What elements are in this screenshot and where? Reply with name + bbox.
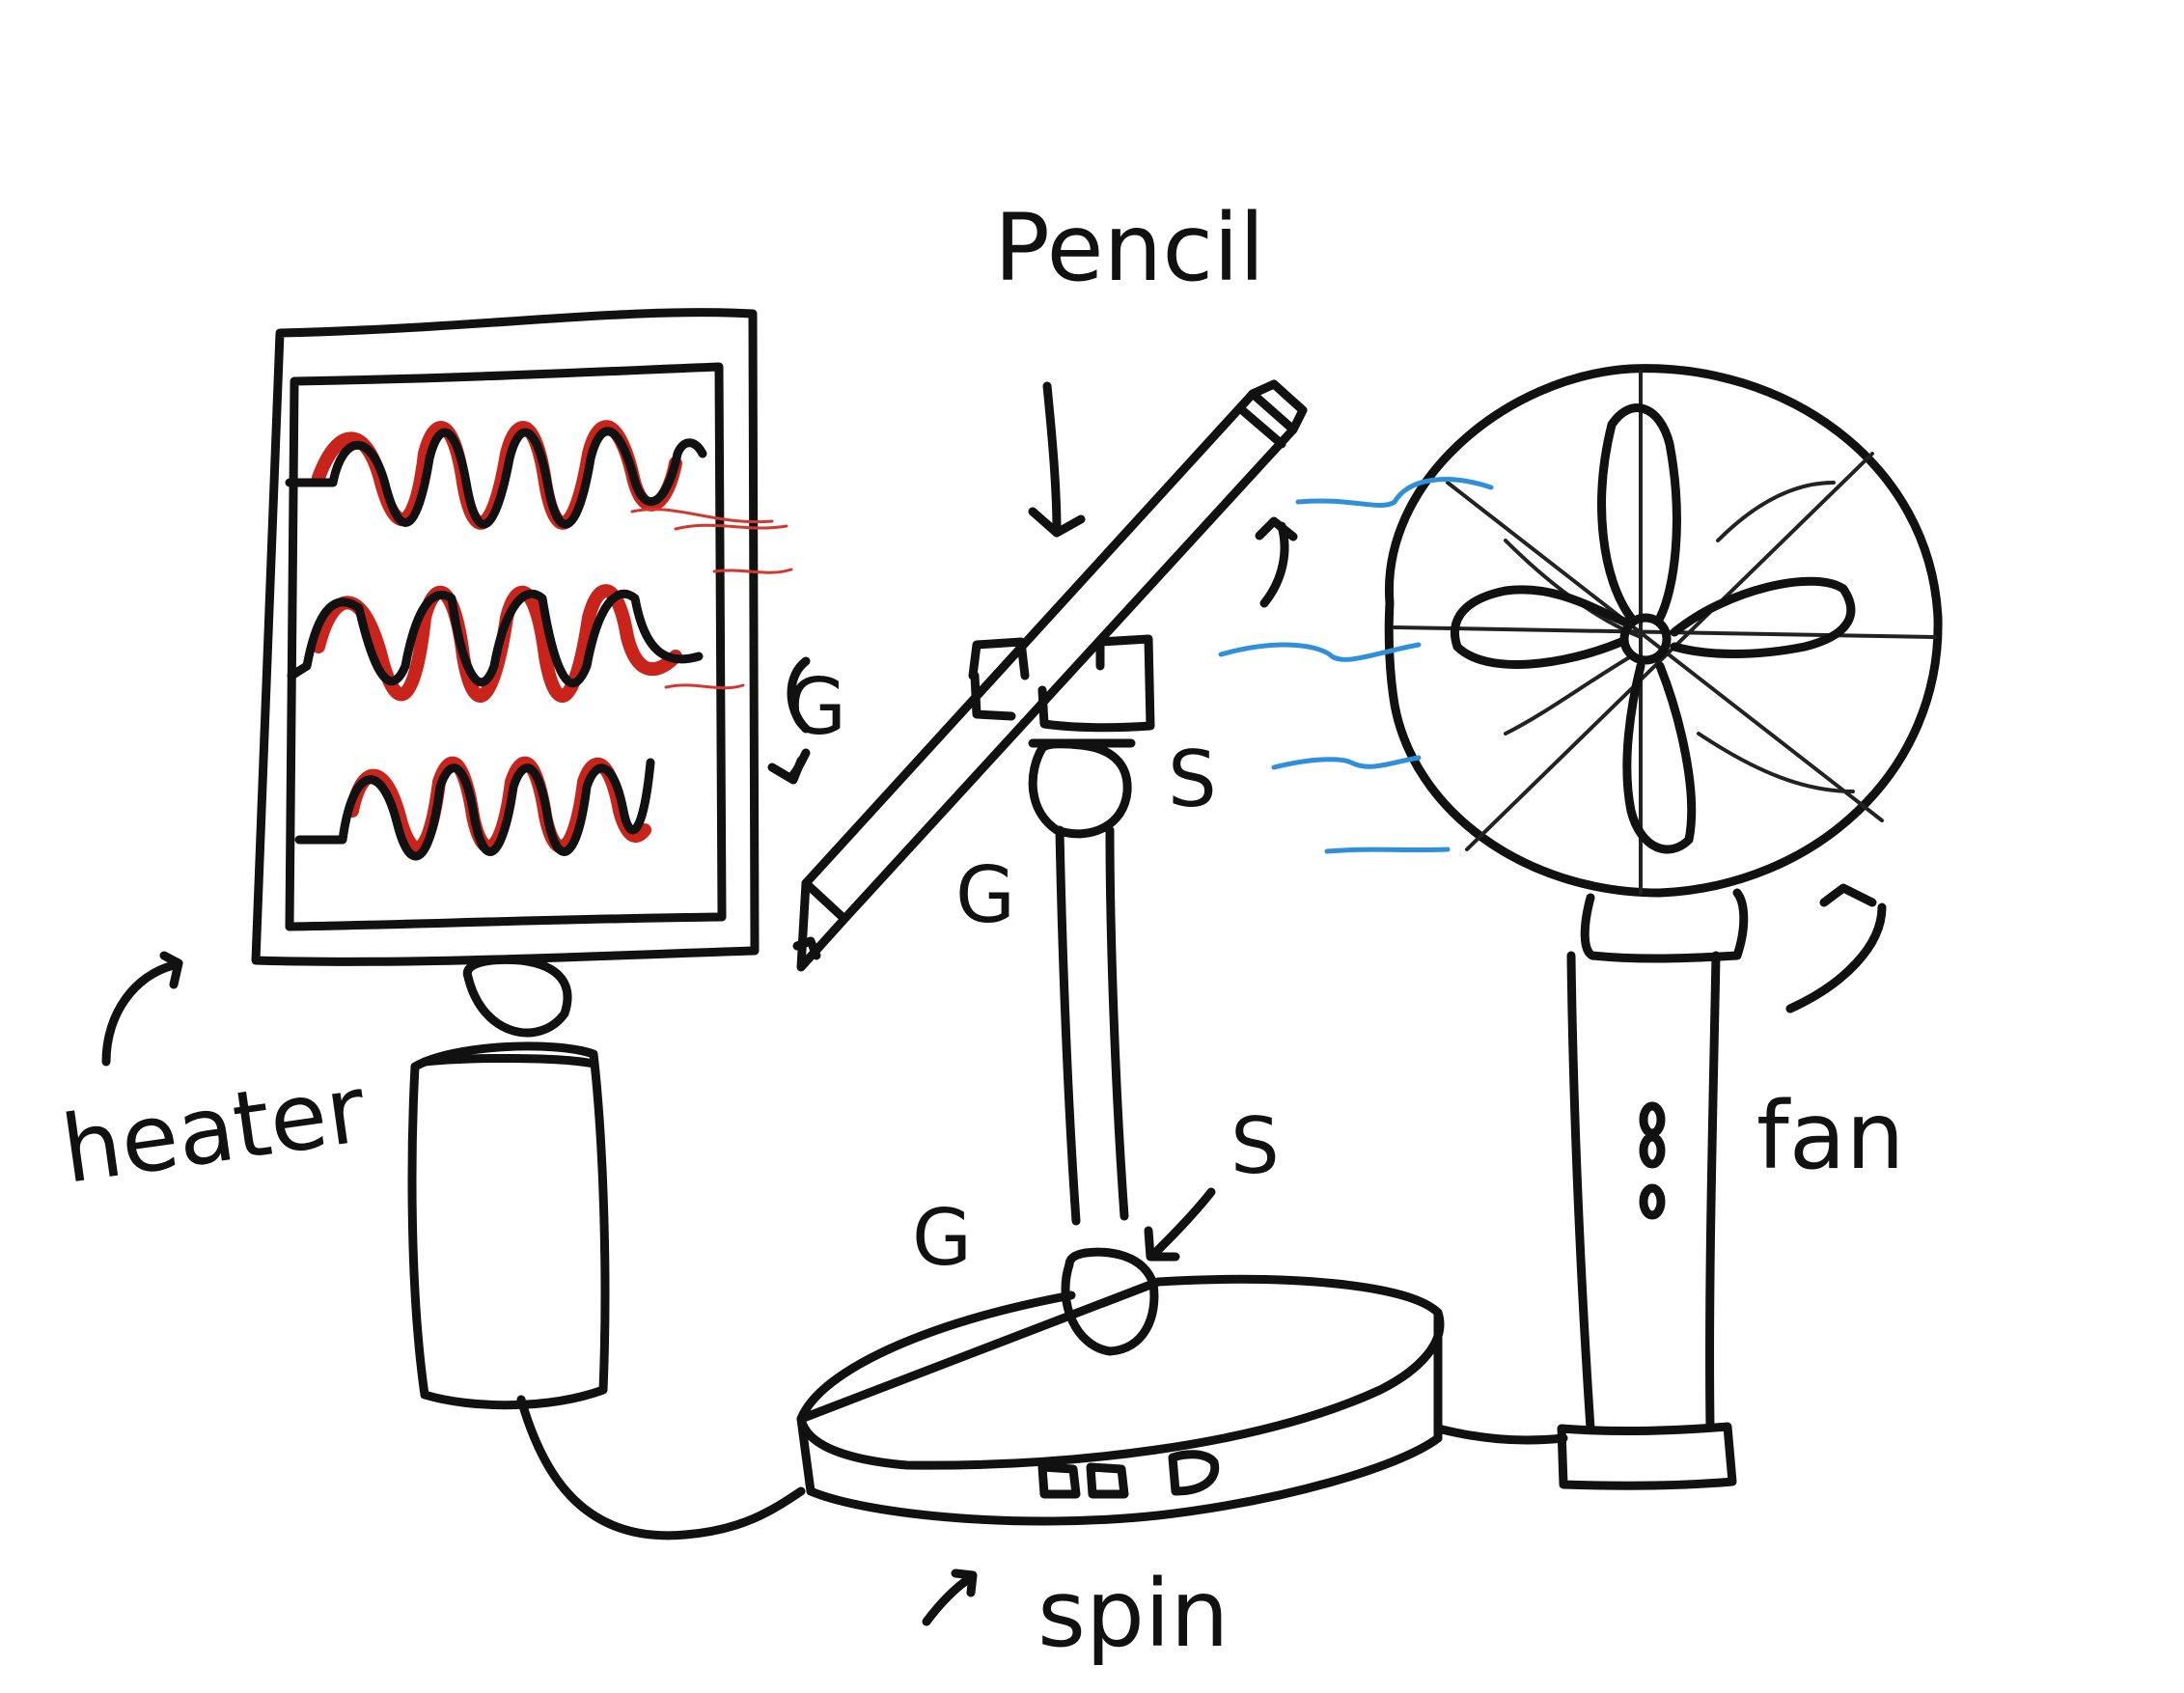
holder-joint bbox=[1028, 739, 1132, 839]
fan-pole bbox=[1566, 951, 1721, 1433]
heater bbox=[251, 308, 793, 1410]
spin-arrow bbox=[922, 1568, 978, 1626]
pencil-eraser bbox=[1248, 379, 1308, 434]
heater-tilt-arrow bbox=[101, 951, 183, 1067]
fan bbox=[1384, 364, 1943, 1490]
fan-neck bbox=[1580, 888, 1749, 963]
heater-base-top bbox=[420, 1053, 598, 1069]
label-spin: spin bbox=[1037, 1560, 1229, 1668]
pencil-pointer-arrow bbox=[1028, 381, 1086, 538]
fan-hub bbox=[1619, 613, 1672, 665]
power-wires bbox=[516, 1395, 1568, 1540]
spinning-base bbox=[796, 1274, 1445, 1526]
fan-blades bbox=[1450, 403, 1856, 854]
heater-base bbox=[407, 1041, 610, 1410]
heat-waves bbox=[630, 508, 793, 690]
pencil-tip bbox=[796, 878, 849, 972]
base-side bbox=[796, 1308, 1443, 1526]
air-flow-lines bbox=[1218, 477, 1494, 854]
pole-mark-base-left: G bbox=[912, 1193, 972, 1283]
pole-mark-clamp-right: S bbox=[1168, 735, 1217, 824]
rotation-arrow-fan-side bbox=[1255, 516, 1298, 608]
rotation-arrow-heater-side bbox=[767, 656, 811, 785]
holder-clamp bbox=[968, 634, 1155, 733]
pole-mark-base-right: S bbox=[1230, 1101, 1280, 1191]
pole-mark-pencil-tip: G bbox=[955, 850, 1015, 940]
heater-neck bbox=[462, 955, 572, 1038]
fan-controls bbox=[1639, 1101, 1666, 1220]
pencil bbox=[792, 379, 1308, 972]
heater-frame-inner bbox=[285, 362, 727, 931]
base-top bbox=[796, 1274, 1445, 1470]
pencil-holder bbox=[968, 634, 1159, 1356]
fan-cage bbox=[1384, 364, 1943, 898]
base-buttons bbox=[1037, 1450, 1220, 1499]
label-heater: heater bbox=[56, 1055, 373, 1205]
label-pencil: Pencil bbox=[994, 194, 1265, 302]
holder-base-joint bbox=[1061, 1247, 1159, 1356]
holder-arm bbox=[1055, 825, 1129, 1226]
heater-frame-outer bbox=[251, 308, 760, 966]
fan-foot bbox=[1557, 1422, 1737, 1490]
heater-coils bbox=[285, 420, 707, 861]
fan-tilt-arrow bbox=[1785, 883, 1887, 1013]
base-pointer-arrow bbox=[1144, 1187, 1216, 1262]
pole-mark-clamp-left: G bbox=[787, 662, 846, 752]
label-fan: fan bbox=[1756, 1082, 1904, 1190]
